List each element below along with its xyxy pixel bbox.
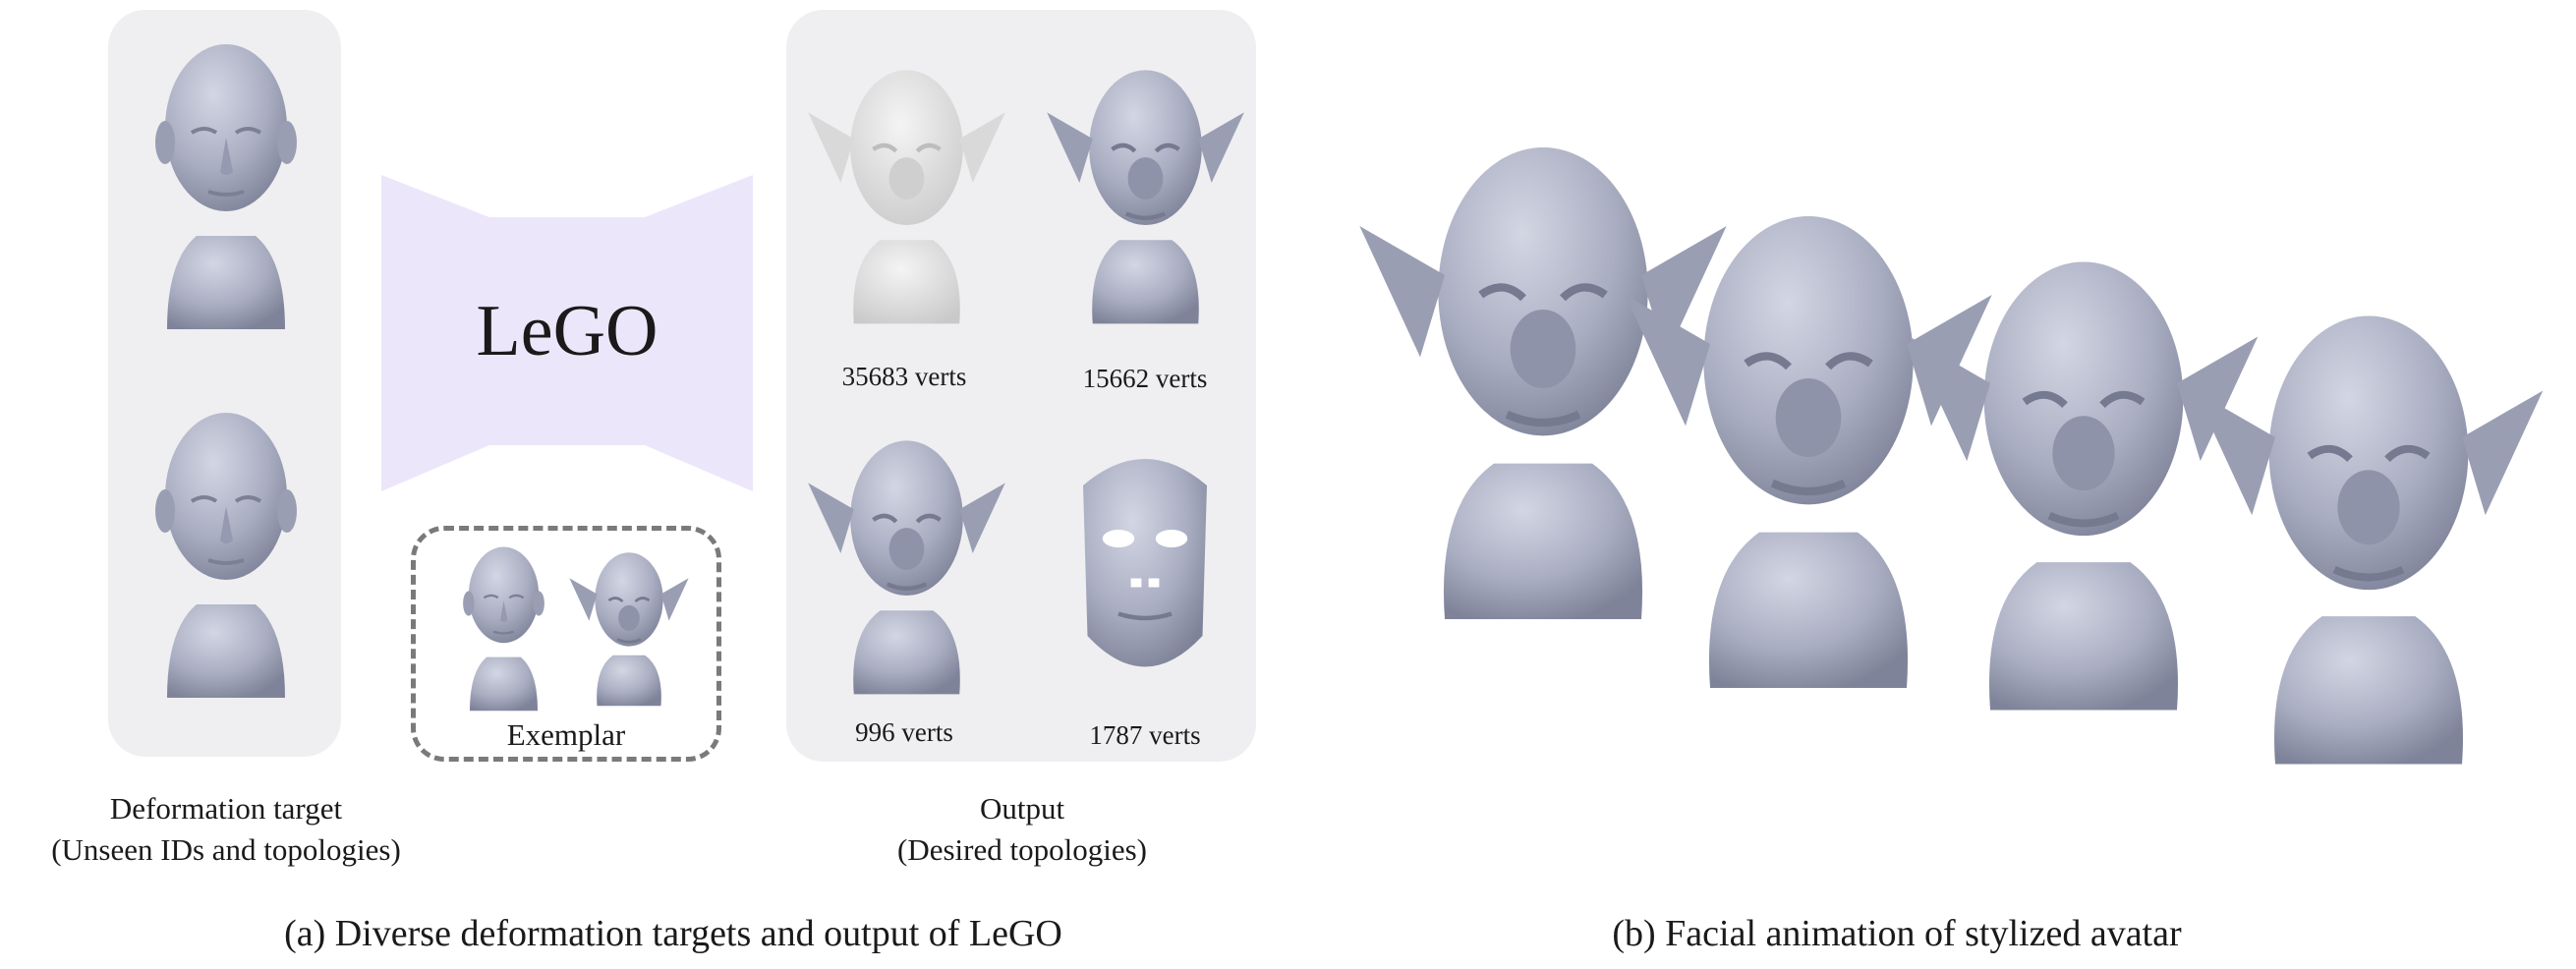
output-orc-head-996 [801, 405, 1012, 719]
verts-label-2: 15662 verts [1082, 364, 1208, 393]
verts-label-3: 996 verts [855, 717, 953, 747]
exemplar-head-orc [565, 539, 693, 713]
target-label-line1: Deformation target [109, 791, 343, 826]
avatar-head-4 [2182, 236, 2555, 826]
output-mask-1787 [1057, 432, 1233, 698]
verts-label-4: 1787 verts [1089, 720, 1201, 750]
output-pointcloud-head [801, 34, 1012, 349]
exemplar-label: Exemplar [506, 717, 626, 752]
lego-shape [381, 175, 753, 491]
lego-label: LeGO [476, 291, 658, 371]
target-label-line2: (Unseen IDs and topologies) [51, 832, 401, 867]
output-label-line2: (Desired topologies) [897, 832, 1147, 867]
output-orc-head-15662 [1040, 34, 1251, 349]
verts-label-1: 35683 verts [841, 362, 967, 391]
caption-a: (a) Diverse deformation targets and outp… [284, 913, 1062, 954]
target-head-male [128, 29, 324, 334]
output-label-line1: Output [979, 791, 1065, 826]
target-head-female [128, 398, 324, 703]
exemplar-box [411, 526, 721, 762]
caption-b: (b) Facial animation of stylized avatar [1612, 913, 2182, 954]
exemplar-head-human [447, 539, 560, 713]
